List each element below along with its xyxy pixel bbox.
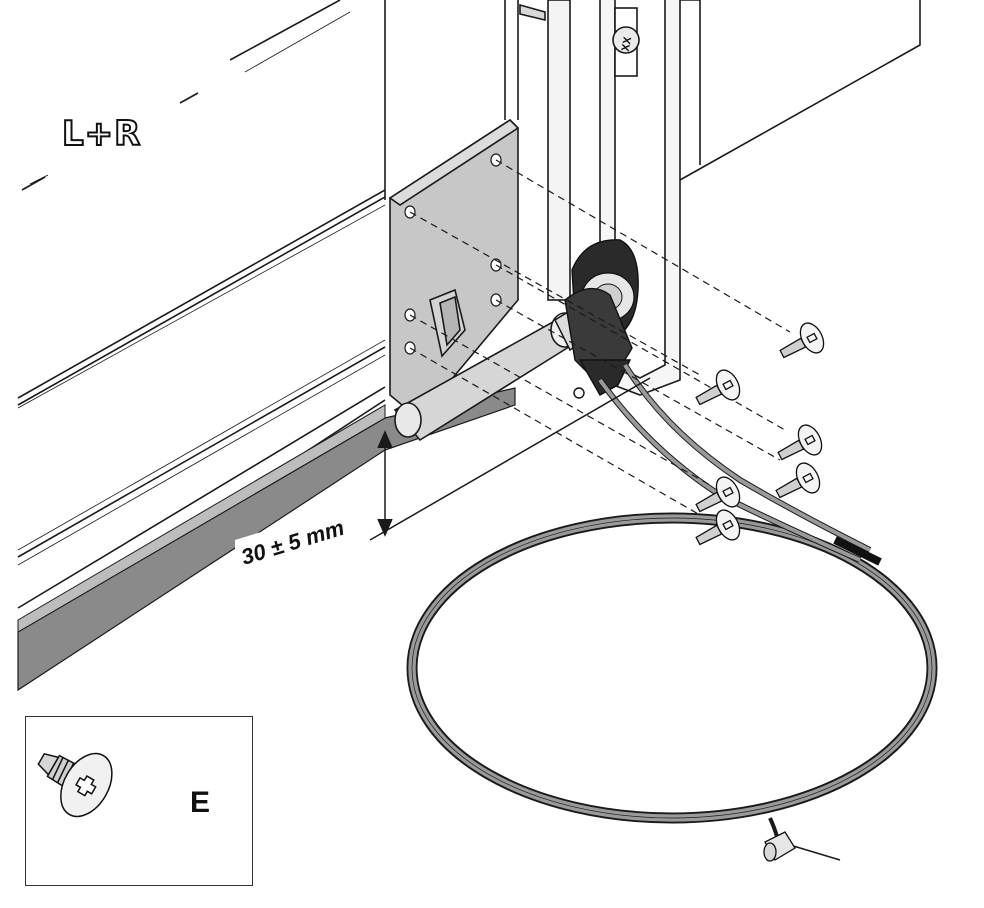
cable-end-connector (763, 831, 796, 862)
part-letter: E (190, 786, 211, 819)
side-label: L+R (61, 113, 142, 155)
axle-and-clip (554, 287, 633, 399)
screw-4 (775, 462, 821, 499)
screw-1 (779, 322, 825, 359)
screw-6 (695, 509, 741, 546)
alignment-lines (409, 159, 791, 516)
bottom-seal (17, 387, 516, 692)
self-drilling-screw-icon (37, 752, 113, 818)
dimension-callout (235, 377, 651, 573)
screw-3 (777, 424, 823, 461)
screw-2 (695, 369, 741, 406)
door-panel (17, 0, 921, 641)
screw-5 (695, 476, 741, 513)
screw-set (695, 322, 825, 546)
rail-marking: XX (620, 35, 634, 52)
cable-coil (406, 363, 938, 861)
